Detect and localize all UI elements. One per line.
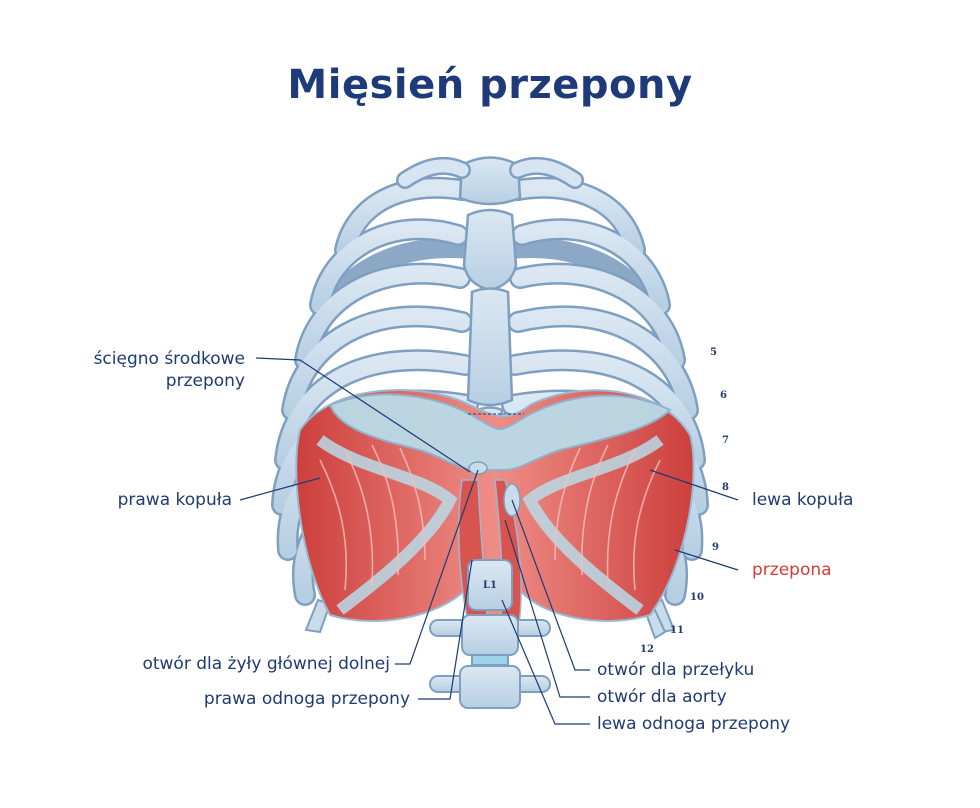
label-central-tendon: ścięgno środkowe przepony	[60, 348, 245, 392]
sternum	[458, 156, 522, 446]
vertebra-label: L1	[483, 580, 497, 591]
rib-numbers: 5 6 7 8 9 10 11 12	[640, 347, 729, 655]
rib-number: 6	[720, 390, 727, 401]
label-right-crus: prawa odnoga przepony	[203, 689, 410, 709]
label-diaphragm: przepona	[752, 560, 832, 580]
rib-number: 5	[710, 347, 717, 358]
label-left-dome: lewa kopuła	[752, 490, 854, 510]
page-title: Mięsień przepony	[287, 62, 693, 108]
rib-number: 12	[640, 644, 654, 655]
leader-lines	[239, 357, 739, 725]
clavicles	[396, 156, 584, 189]
label-aortic-hiatus: otwór dla aorty	[597, 687, 727, 707]
rib-number: 7	[722, 435, 729, 446]
rib-number: 8	[722, 482, 729, 493]
rib-number: 9	[712, 542, 719, 553]
label-central-tendon-line2: przepony	[165, 371, 245, 391]
rib-number: 11	[670, 625, 684, 636]
label-ivc-foramen: otwór dla żyły głównej dolnej	[142, 654, 390, 674]
label-left-crus: lewa odnoga przepony	[597, 714, 791, 734]
label-central-tendon-line1: ścięgno środkowe	[93, 349, 245, 369]
label-esophageal-hiatus: otwór dla przełyku	[597, 660, 755, 680]
label-right-dome: prawa kopuła	[117, 490, 232, 510]
rib-number: 10	[690, 592, 704, 603]
diaphragm-muscle	[295, 389, 695, 641]
